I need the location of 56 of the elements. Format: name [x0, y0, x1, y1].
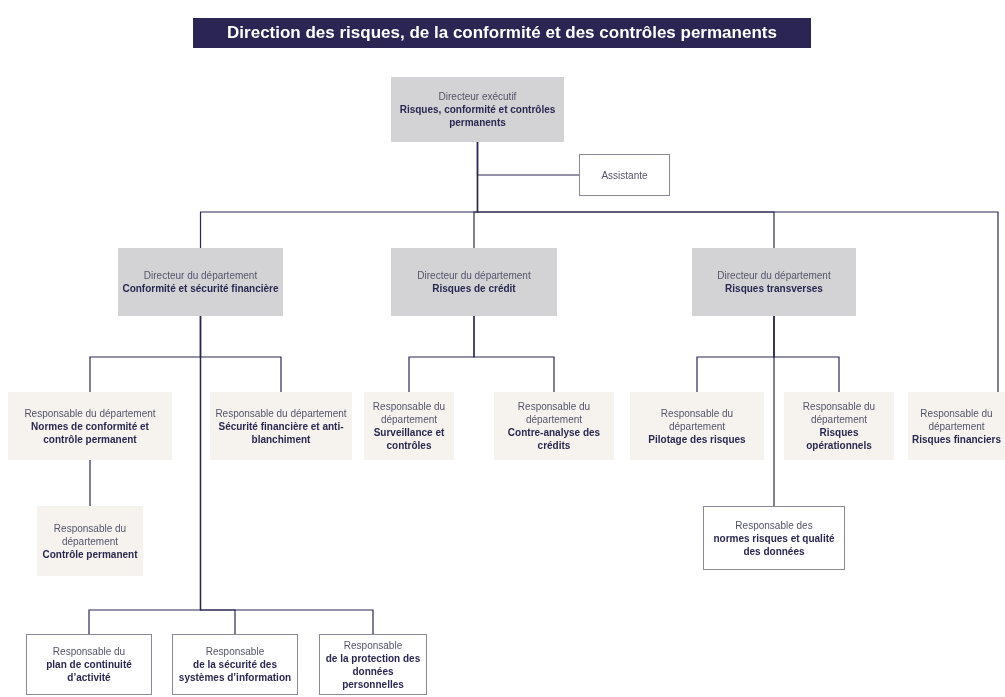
department-name: Pilotage des risques — [648, 432, 746, 446]
role-text: Directeur exécutif — [438, 90, 517, 103]
role-text: Responsable — [205, 645, 265, 658]
org-box — [692, 248, 856, 316]
connector-line — [89, 459, 91, 507]
org-box — [26, 634, 152, 695]
department-name: plan de continuité d’activité — [45, 658, 133, 684]
org-box — [630, 392, 764, 460]
org-box — [118, 248, 283, 316]
org-box — [391, 77, 564, 142]
role-text: Responsable du département — [371, 400, 447, 426]
connector-line — [199, 315, 374, 635]
department-name: de la sécurité des systèmes d’information — [177, 658, 293, 684]
org-box — [579, 154, 670, 196]
department-name: normes risques et qualité des données — [712, 531, 836, 558]
role-text: Responsable du département — [919, 406, 994, 433]
role-text: Assistante — [601, 168, 648, 182]
department-name: Risques opérationnels — [805, 426, 873, 452]
org-box — [703, 506, 845, 570]
department-name: de la protection des données personnelles — [324, 651, 422, 691]
department-name: Contrôle permanent — [42, 547, 138, 561]
org-box — [319, 634, 427, 695]
org-box — [391, 248, 557, 316]
org-box — [784, 392, 894, 460]
role-text: Directeur du département — [143, 269, 258, 282]
role-text: Responsable du — [52, 645, 126, 658]
role-text: Responsable — [343, 638, 403, 652]
connector-line — [473, 315, 555, 393]
connector-line — [773, 315, 775, 507]
department-name: Contre-analyse des crédits — [506, 426, 602, 452]
department-name: Normes de conformité et contrôle permanent — [30, 419, 150, 446]
department-name: Surveillance et contrôles — [372, 426, 446, 452]
org-box — [210, 392, 352, 460]
role-text: Responsable des — [735, 518, 813, 532]
department-name: Risques, conformité et contrôles permanents — [398, 103, 557, 129]
role-text: Directeur du département — [417, 269, 531, 282]
role-text: Directeur du département — [717, 269, 831, 282]
title-banner: Direction des risques, de la conformité et des contrôles permanents — [193, 18, 811, 48]
role-text: Responsable du département — [801, 400, 877, 426]
role-text: Responsable du département — [24, 406, 156, 420]
org-box — [172, 634, 298, 695]
org-box — [8, 392, 172, 460]
department-name: Risques financiers — [912, 432, 1001, 446]
org-box — [494, 392, 614, 460]
department-name: Risques de crédit — [432, 282, 516, 295]
role-text: Responsable du département — [52, 521, 128, 548]
role-text: Responsable du département — [516, 400, 592, 426]
department-name: Conformité et sécurité financière — [122, 282, 279, 295]
role-text: Responsable du département — [659, 406, 735, 433]
connector-line — [476, 141, 999, 393]
department-name: Risques transverses — [725, 282, 823, 295]
role-text: Responsable du département — [215, 406, 347, 420]
org-box — [908, 392, 1005, 460]
org-box — [364, 392, 454, 460]
department-name: Sécurité financière et anti-blanchiment — [217, 419, 345, 446]
org-box — [37, 506, 143, 576]
